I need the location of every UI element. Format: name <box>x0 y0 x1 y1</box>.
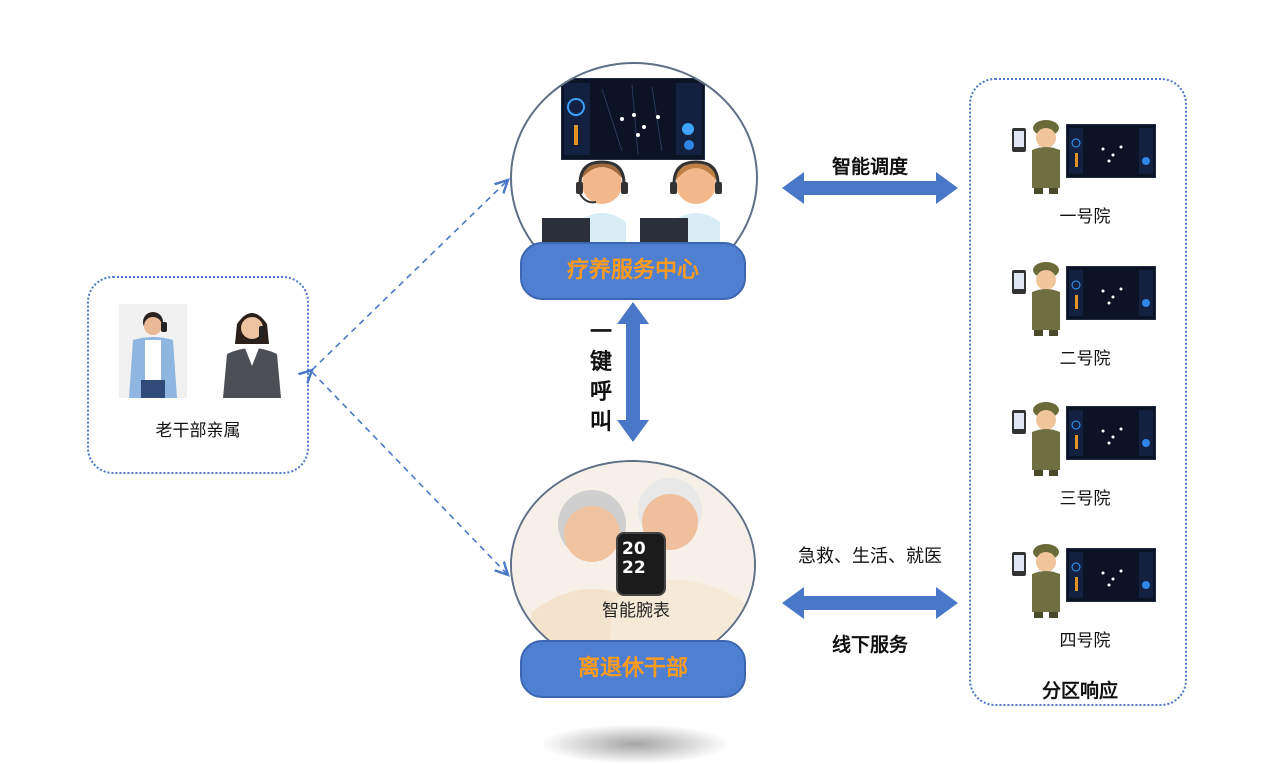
dispatch-arrow <box>782 172 958 204</box>
district-screen <box>1066 406 1156 460</box>
district-item: 一号院 <box>1010 118 1160 228</box>
operators-image <box>542 160 722 246</box>
district-screen <box>1066 266 1156 320</box>
district-screen <box>1066 124 1156 178</box>
retiree-pill: 离退休干部 <box>520 640 746 698</box>
retiree-title: 离退休干部 <box>577 656 688 681</box>
services-label: 急救、生活、就医 <box>798 546 942 567</box>
offline-arrow <box>782 587 958 619</box>
district-label: 一号院 <box>1059 207 1111 227</box>
male-relative-image <box>119 304 187 398</box>
district-item: 三号院 <box>1010 400 1160 510</box>
relatives-box: 老干部亲属 <box>87 276 309 474</box>
district-screen <box>1066 548 1156 602</box>
district-label: 二号院 <box>1059 349 1111 369</box>
one-key-call-arrow <box>617 302 649 442</box>
district-map-graphic <box>1069 552 1153 598</box>
retiree-circle: 20 22 智能腕表 <box>510 460 756 670</box>
district-map-graphic <box>1069 128 1153 174</box>
smart-watch: 20 22 <box>616 532 666 596</box>
relatives-title: 老干部亲属 <box>155 421 241 441</box>
dashboard-map-graphic <box>564 83 702 156</box>
district-label: 三号院 <box>1059 489 1111 509</box>
district-map-graphic <box>1069 270 1153 316</box>
district-map-graphic <box>1069 410 1153 456</box>
soldier-icon <box>1012 120 1060 194</box>
watch-year-bottom: 22 <box>622 558 646 578</box>
district-item: 二号院 <box>1010 260 1160 370</box>
female-relative-image <box>219 304 285 398</box>
service-center-pill: 疗养服务中心 <box>520 242 746 300</box>
district-item: 四号院 <box>1010 542 1160 652</box>
dispatch-label: 智能调度 <box>831 156 908 178</box>
watch-year-top: 20 <box>622 539 646 559</box>
district-label: 四号院 <box>1059 631 1111 651</box>
offline-service-label: 线下服务 <box>831 634 908 656</box>
soldier-icon <box>1012 262 1060 336</box>
district-box-title: 分区响应 <box>1041 680 1118 702</box>
soldier-icon <box>1012 402 1060 476</box>
soldier-icon <box>1012 544 1060 618</box>
district-box <box>969 78 1187 706</box>
smart-watch-label: 智能腕表 <box>602 601 670 621</box>
one-key-call-text: 一键呼叫 <box>590 320 613 435</box>
service-center-title: 疗养服务中心 <box>566 258 699 283</box>
retiree-shadow <box>540 724 730 764</box>
dashboard-screen <box>561 78 705 160</box>
one-key-call-label: 一键呼叫 <box>588 318 614 438</box>
dashed-connector-top <box>312 180 508 370</box>
dashed-connector-bottom <box>311 371 508 575</box>
